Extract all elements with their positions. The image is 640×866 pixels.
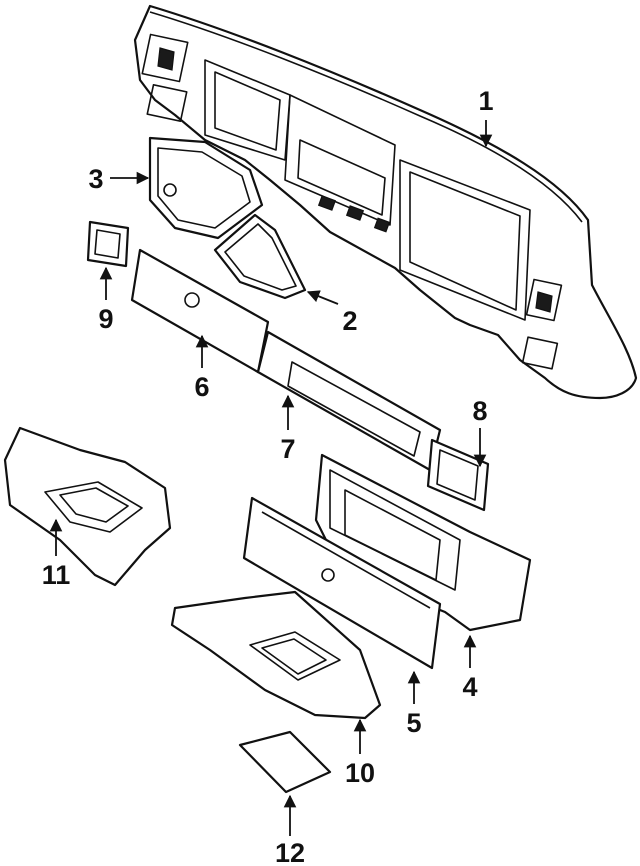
leader-lines — [49, 120, 493, 836]
leader-2 — [306, 290, 339, 305]
part-right-lower-panel — [170, 590, 382, 720]
part-small-pad — [238, 730, 332, 794]
part-cluster-bezel — [213, 213, 307, 300]
callout-5: 5 — [406, 708, 421, 738]
callout-3: 3 — [88, 164, 103, 194]
callout-9: 9 — [98, 304, 113, 334]
callout-11: 11 — [42, 560, 71, 590]
callout-7: 7 — [280, 434, 295, 464]
callout-12: 12 — [275, 838, 305, 866]
part-left-bezel — [148, 136, 264, 240]
callout-2: 2 — [342, 306, 357, 336]
part-glove-box-bin — [314, 453, 532, 632]
part-dashboard — [133, 4, 638, 400]
part-small-vent-right — [426, 438, 490, 512]
callout-1: 1 — [478, 86, 493, 116]
part-small-vent-left — [86, 220, 130, 268]
callouts: 1 2 3 4 5 6 7 8 9 10 11 12 — [42, 86, 494, 866]
callout-10: 10 — [345, 758, 375, 788]
part-glove-box-door — [242, 496, 442, 670]
callout-6: 6 — [194, 372, 209, 402]
callout-8: 8 — [472, 396, 487, 426]
callout-4: 4 — [462, 672, 477, 702]
part-left-lower-panel — [3, 426, 172, 587]
